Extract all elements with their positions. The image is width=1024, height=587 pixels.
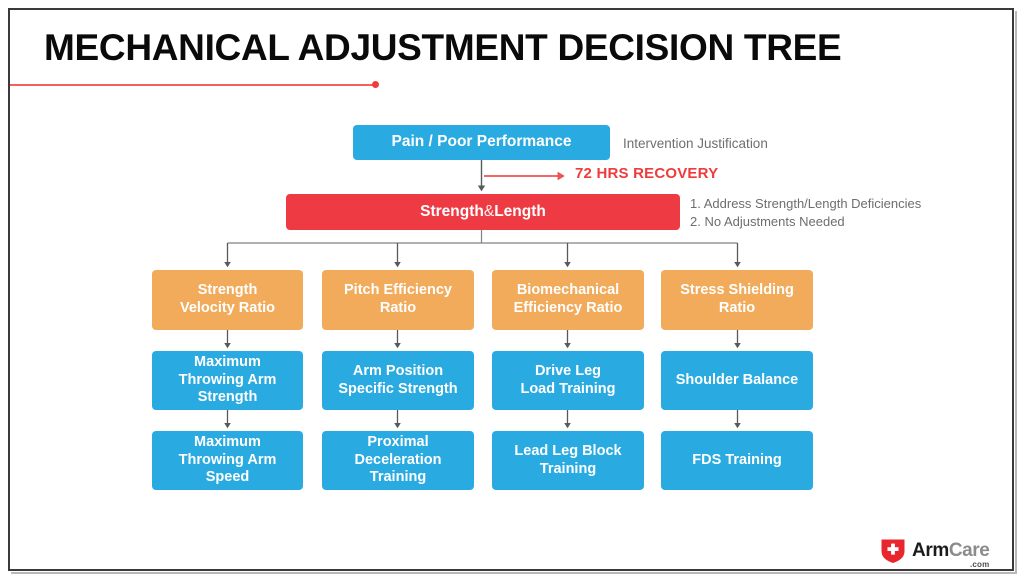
logo-wordmark: ArmCare — [912, 540, 990, 561]
title-underline-rule — [10, 84, 378, 86]
node-mid-1[interactable]: Maximum Throwing Arm Strength — [152, 351, 303, 410]
node-ratio-3[interactable]: Biomechanical Efficiency Ratio — [492, 270, 644, 330]
node-mid-2[interactable]: Arm Position Specific Strength — [322, 351, 474, 410]
node-mid-3[interactable]: Drive Leg Load Training — [492, 351, 644, 410]
node-bottom-4[interactable]: FDS Training — [661, 431, 813, 490]
title-underline-dot — [372, 81, 379, 88]
node-pain-poor-performance[interactable]: Pain / Poor Performance — [353, 125, 610, 160]
node-strength-length-text-after: Length — [494, 202, 546, 220]
node-ratio-1[interactable]: Strength Velocity Ratio — [152, 270, 303, 330]
label-72-hrs-recovery: 72 HRS RECOVERY — [575, 165, 719, 182]
node-bottom-1[interactable]: Maximum Throwing Arm Speed — [152, 431, 303, 490]
node-ratio-2[interactable]: Pitch Efficiency Ratio — [322, 270, 474, 330]
node-ratio-4[interactable]: Stress Shielding Ratio — [661, 270, 813, 330]
logo-word-care: Care — [948, 540, 990, 561]
logo-dotcom: .com — [969, 560, 990, 569]
ampersand-glyph: & — [483, 202, 495, 220]
node-strength-and-length[interactable]: Strength & Length — [286, 194, 680, 230]
note-strength-length-options: 1. Address Strength/Length Deficiencies … — [690, 196, 922, 230]
note-intervention-justification: Intervention Justification — [623, 136, 768, 151]
node-bottom-2[interactable]: Proximal Deceleration Training — [322, 431, 474, 490]
node-mid-4[interactable]: Shoulder Balance — [661, 351, 813, 410]
node-bottom-3[interactable]: Lead Leg Block Training — [492, 431, 644, 490]
logo-word-arm: Arm — [912, 540, 949, 561]
shield-cross-icon — [881, 539, 905, 563]
node-strength-length-text-before: Strength — [420, 202, 484, 220]
page-title: MECHANICAL ADJUSTMENT DECISION TREE — [44, 27, 842, 68]
armcare-logo[interactable]: ArmCare .com — [880, 538, 990, 569]
